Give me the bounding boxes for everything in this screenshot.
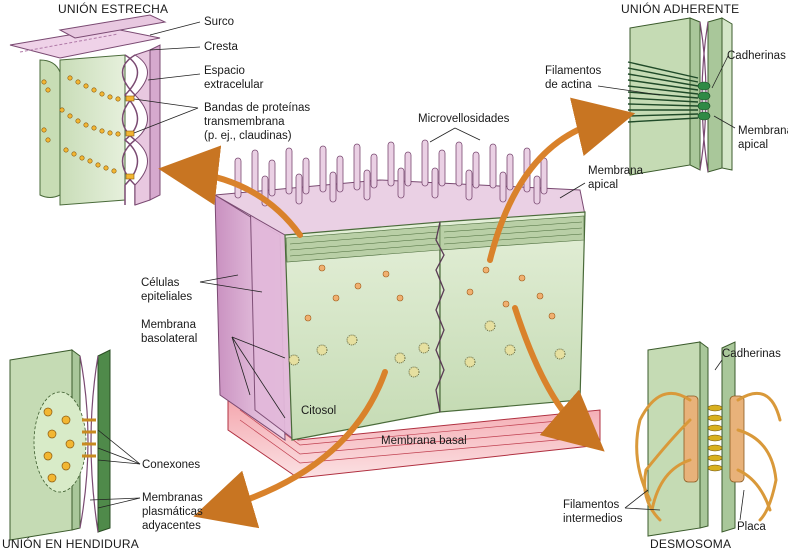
adherens-cadherins-label: Cadherinas [727, 50, 786, 62]
cytosol-label: Citosol [301, 405, 337, 417]
desmosome-cadherins-label: Cadherinas [722, 348, 781, 360]
adherens-apical-membrane-label-1: Membrana [738, 125, 788, 137]
gap-junction-figure [9, 349, 141, 541]
apical-membrane-label-1: Membrana [588, 165, 643, 177]
protein-bands-label-3: (p. ej., claudinas) [204, 130, 292, 142]
basolateral-membrane-label-2: basolateral [141, 333, 198, 345]
protein-bands-label-2: transmembrana [204, 116, 285, 128]
epithelial-cells-label-2: epiteliales [141, 291, 193, 303]
extracellular-space-label-2: extracelular [204, 79, 264, 91]
epithelium-block [199, 127, 601, 479]
apical-membrane-label-2: apical [588, 179, 619, 191]
plasma-membranes-label-2: plasmáticas [142, 506, 203, 518]
actin-filaments-label-1: Filamentos [545, 65, 602, 77]
microvilli-label: Microvellosidades [418, 113, 510, 125]
adherens-junction-title: UNIÓN ADHERENTE [621, 2, 740, 16]
tight-junction-figure [9, 14, 201, 206]
basolateral-membrane-label-1: Membrana [141, 319, 196, 331]
extracellular-space-label-1: Espacio [204, 65, 245, 77]
epithelial-cells-label-1: Células [141, 277, 180, 289]
actin-filaments-label-2: de actina [545, 79, 592, 91]
gap-junction-title: UNIÓN EN HENDIDURA [2, 537, 139, 551]
protein-bands-label-1: Bandas de proteínas [204, 102, 311, 114]
adherens-junction-figure [597, 17, 736, 176]
desmosome-title: DESMOSOMA [650, 537, 732, 551]
connexons-label: Conexones [142, 459, 201, 471]
groove-label: Surco [204, 16, 235, 28]
ridge-label: Cresta [204, 41, 238, 53]
tight-junction-title: UNIÓN ESTRECHA [58, 2, 169, 16]
intermediate-filaments-label-1: Filamentos [563, 499, 620, 511]
desmosome-figure [624, 341, 782, 537]
adherens-apical-membrane-label-2: apical [738, 139, 769, 151]
intermediate-filaments-label-2: intermedios [563, 513, 623, 525]
basal-membrane-label: Membrana basal [381, 435, 467, 447]
plaque-label: Placa [737, 521, 766, 533]
plasma-membranes-label-3: adyacentes [142, 520, 201, 532]
plasma-membranes-label-1: Membranas [142, 492, 203, 504]
connector-arrows [158, 97, 636, 529]
